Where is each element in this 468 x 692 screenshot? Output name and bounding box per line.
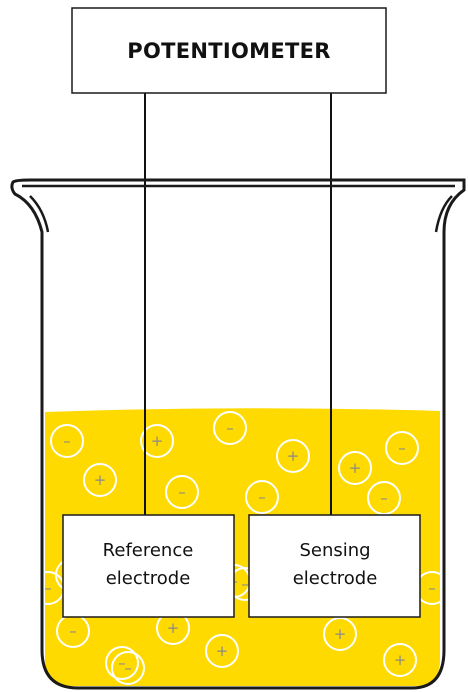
ion-circle (323, 617, 357, 651)
sensing-electrode-box (248, 514, 421, 618)
minus-sign: – (124, 659, 132, 677)
minus-sign: – (44, 579, 52, 597)
ion-circle (383, 643, 417, 677)
potentiometer-box (71, 7, 387, 94)
negative-ion: – (111, 651, 145, 685)
ion-circle (338, 451, 372, 485)
ion-circle (245, 480, 279, 514)
plus-sign: + (394, 651, 407, 669)
ion-circle (165, 475, 199, 509)
reference-electrode-label-line1: Reference (103, 540, 194, 561)
minus-sign: – (258, 488, 266, 506)
plus-sign: + (216, 642, 229, 660)
reference-electrode-label-line2: electrode (106, 568, 191, 589)
ion-circle (385, 431, 419, 465)
ion-circle (276, 439, 310, 473)
ion-circle (213, 411, 247, 445)
minus-sign: – (398, 439, 406, 457)
minus-sign: – (63, 432, 71, 450)
negative-ion: – (213, 411, 247, 445)
negative-ion: – (367, 481, 401, 515)
ion-circle (83, 463, 117, 497)
positive-ion: + (323, 617, 357, 651)
minus-sign: – (241, 575, 249, 593)
ion-circle (105, 646, 139, 680)
potentiometer-label: POTENTIOMETER (127, 39, 330, 63)
ion-circle (50, 424, 84, 458)
plus-sign: + (94, 471, 107, 489)
minus-sign: – (69, 622, 77, 640)
negative-ion: – (50, 424, 84, 458)
minus-sign: – (380, 489, 388, 507)
plus-sign: + (167, 619, 180, 637)
minus-sign: – (178, 483, 186, 501)
beaker-outline (10, 178, 466, 690)
positive-ion: + (83, 463, 117, 497)
plus-sign: + (349, 459, 362, 477)
positive-ion: + (205, 634, 239, 668)
plus-sign: + (151, 432, 164, 450)
sensing-electrode-label-line1: Sensing (299, 540, 370, 561)
positive-ion: + (383, 643, 417, 677)
negative-ion: – (105, 646, 139, 680)
positive-ion: + (276, 439, 310, 473)
minus-sign: – (118, 654, 126, 672)
negative-ion: – (165, 475, 199, 509)
sensing-electrode-label-line2: electrode (293, 568, 378, 589)
ion-circle (205, 634, 239, 668)
negative-ion: – (245, 480, 279, 514)
ion-circle (140, 424, 174, 458)
minus-sign: – (428, 579, 436, 597)
ion-circle (111, 651, 145, 685)
ion-circle (367, 481, 401, 515)
positive-ion: + (338, 451, 372, 485)
negative-ion: – (385, 431, 419, 465)
positive-ion: + (140, 424, 174, 458)
beaker-inner-wall (434, 195, 453, 233)
reference-electrode-box (62, 514, 235, 618)
beaker-inner-rim (22, 184, 455, 233)
plus-sign: + (287, 447, 300, 465)
plus-sign: + (334, 625, 347, 643)
minus-sign: – (226, 419, 234, 437)
